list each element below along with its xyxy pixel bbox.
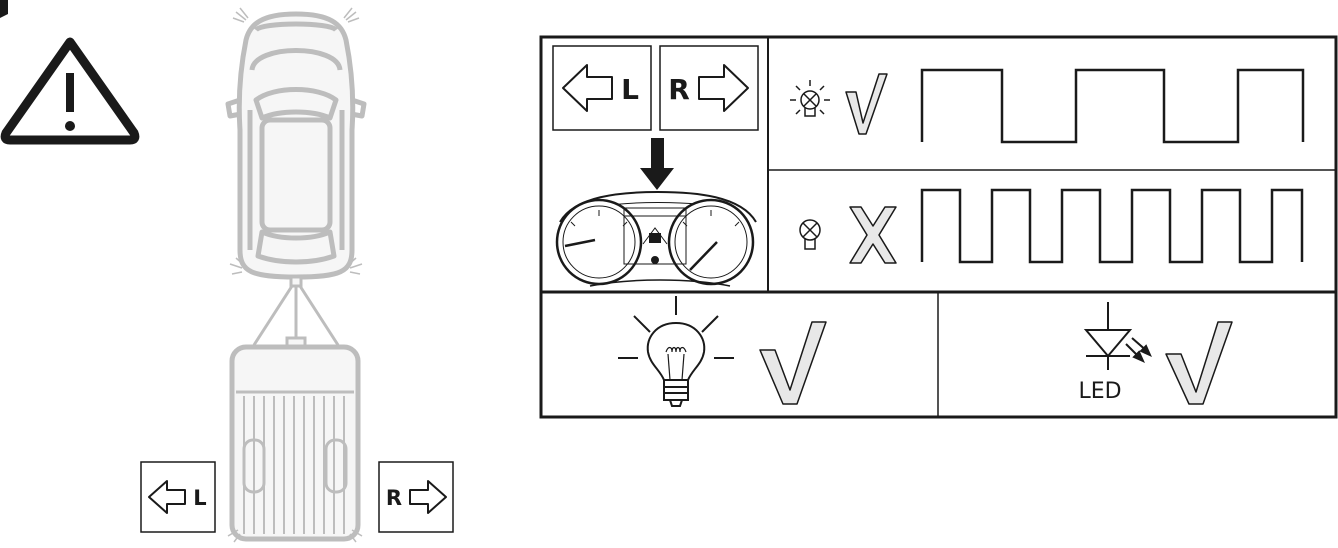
left-arrow-icon xyxy=(148,480,186,514)
indicator-lamp-failed-icon xyxy=(799,219,821,250)
cluster-gauge-ticks xyxy=(570,210,740,227)
trailer-right-indicator-box: R xyxy=(378,461,454,533)
check-mark-icon xyxy=(759,321,827,405)
left-arrow-icon xyxy=(562,64,613,112)
trailer-left-indicator-box: L xyxy=(140,461,216,533)
check-mark-icon xyxy=(1165,321,1233,405)
led-label: LED xyxy=(1078,379,1121,404)
corner-marker xyxy=(0,0,8,18)
panel-right-indicator-box: R xyxy=(659,45,759,131)
trailer-rear-flash-rays xyxy=(227,529,363,543)
down-arrow-icon xyxy=(640,138,674,190)
warning-triangle-icon xyxy=(0,37,140,145)
vehicle-front-flash-rays xyxy=(229,7,363,275)
instrument-cluster-icon xyxy=(555,190,757,287)
car-top-view-icon xyxy=(225,11,367,280)
normal-flash-waveform xyxy=(920,68,1305,144)
left-label: L xyxy=(621,73,639,106)
trailer-bed-slats xyxy=(243,396,345,534)
right-label: R xyxy=(386,486,402,510)
indicator-lamp-lit-icon xyxy=(790,80,830,117)
tow-bar xyxy=(252,275,340,350)
fault-flash-waveform xyxy=(920,188,1304,264)
incandescent-bulb-icon xyxy=(618,296,734,407)
led-diode-icon xyxy=(1083,302,1152,370)
panel-left-indicator-box: L xyxy=(552,45,652,131)
right-label: R xyxy=(668,73,690,106)
cross-mark-icon xyxy=(849,206,897,264)
right-arrow-icon xyxy=(409,480,447,514)
right-arrow-icon xyxy=(698,64,749,112)
signal-panel xyxy=(539,35,1338,419)
left-label: L xyxy=(193,486,206,510)
check-mark-icon xyxy=(845,73,888,135)
